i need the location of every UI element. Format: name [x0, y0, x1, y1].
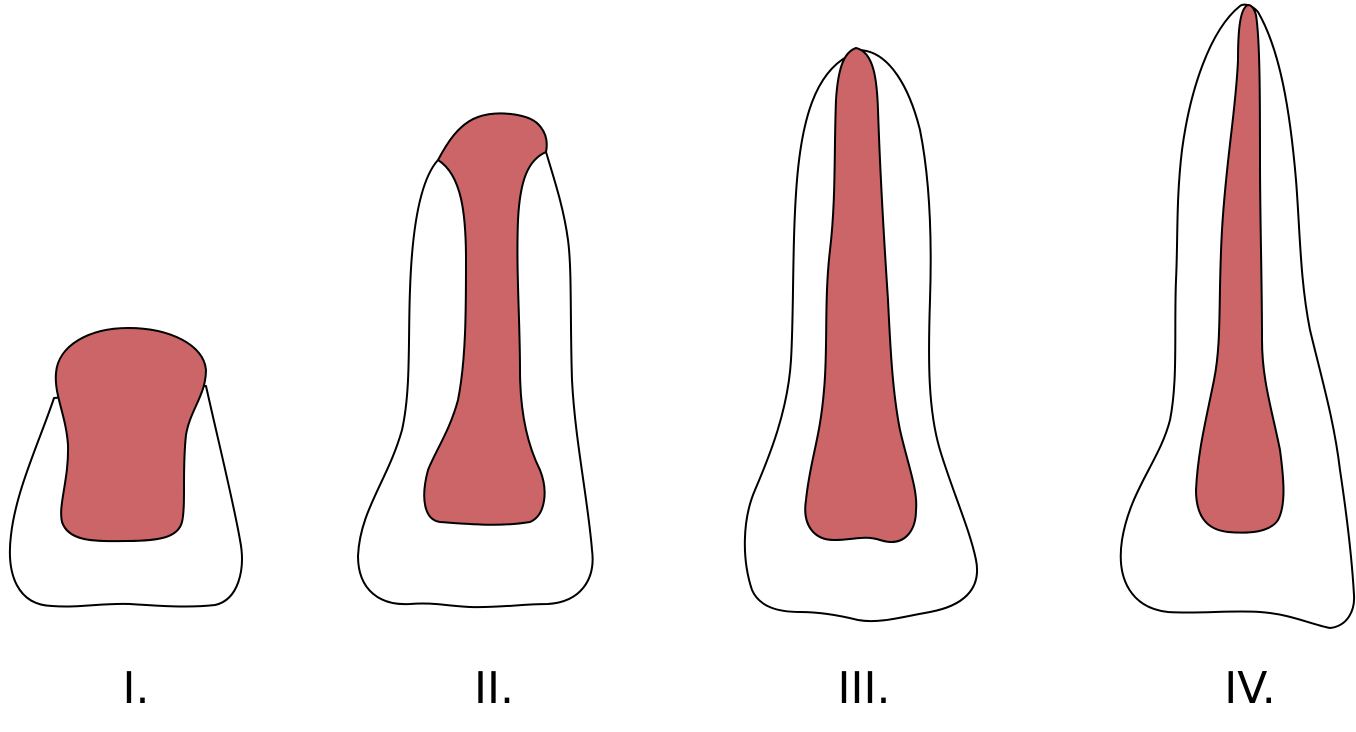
stage-1-group [10, 328, 242, 607]
stage-1-pulp [56, 328, 206, 541]
stage-3-group [745, 48, 977, 621]
stage-4-group [1121, 5, 1354, 628]
stage-1-label: I. [123, 663, 150, 714]
stage-4-label: IV. [1224, 663, 1275, 714]
stage-2-label: II. [474, 663, 514, 714]
stage-3-label: III. [838, 663, 891, 714]
stage-2-group [358, 113, 593, 607]
